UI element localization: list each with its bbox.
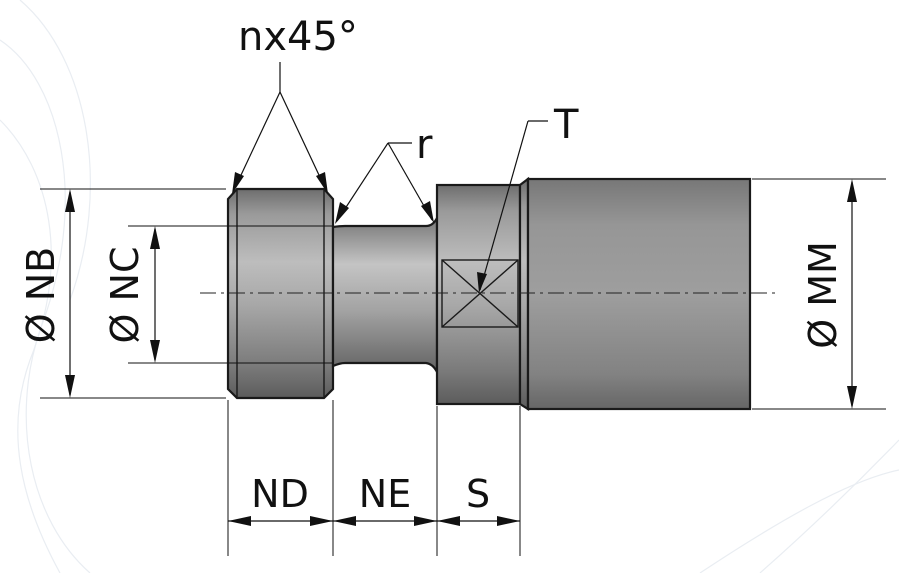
radius-label: r: [416, 122, 433, 168]
neck-section: [331, 217, 439, 373]
radius-leader: [335, 142, 434, 224]
extension-lines: [40, 178, 886, 556]
main-body-cylinder: [526, 177, 752, 411]
chamfer-label: nx45°: [238, 14, 358, 60]
step-ring: [518, 176, 530, 411]
dimension-nc: [150, 226, 160, 363]
dia-nc-label: Ø NC: [103, 247, 147, 344]
dia-mm-label: Ø MM: [801, 241, 845, 349]
pull-stud-part: [226, 176, 752, 411]
len-nd-label: ND: [251, 472, 309, 516]
len-ne-label: NE: [359, 472, 411, 516]
dimension-chain-bottom: [228, 516, 520, 526]
dimension-nb: [65, 189, 75, 398]
dimension-mm: [847, 179, 857, 409]
chamfer-leader: [232, 62, 328, 194]
len-s-label: S: [466, 472, 490, 516]
dia-nb-label: Ø NB: [19, 247, 63, 343]
thread-leader: [477, 120, 548, 293]
thread-label: T: [553, 102, 579, 148]
